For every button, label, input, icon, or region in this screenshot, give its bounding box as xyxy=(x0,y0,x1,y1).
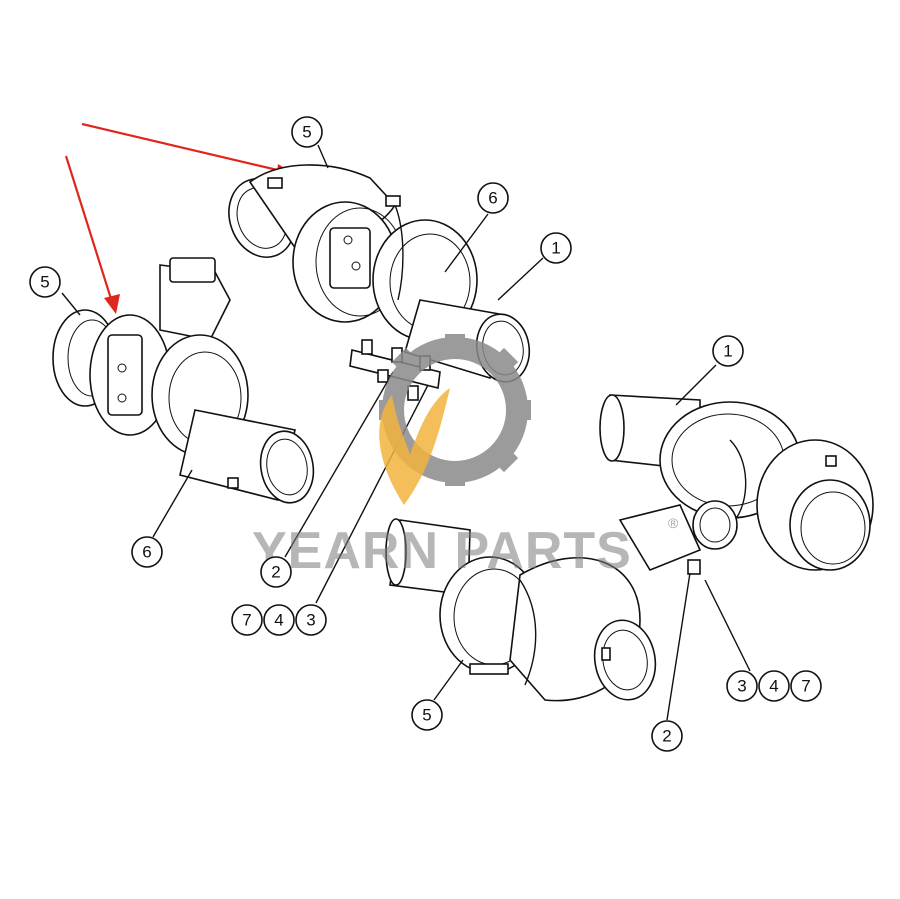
callout-top-center-5: 5 xyxy=(291,116,323,148)
red-arrow-left xyxy=(64,155,120,314)
callout-top-left-5: 5 xyxy=(29,266,61,298)
registered-mark: ® xyxy=(668,515,679,531)
svg-text:4: 4 xyxy=(274,611,283,630)
yearn-parts-logo: YEARN PARTS ® xyxy=(252,334,679,580)
watermark-text: YEARN PARTS xyxy=(252,522,632,580)
callout-right-4: 4 xyxy=(758,670,790,702)
callout-right-3: 3 xyxy=(726,670,758,702)
turbocharger-right xyxy=(599,394,874,575)
flame-icon xyxy=(379,388,450,505)
svg-text:1: 1 xyxy=(723,342,732,361)
callout-bottom-right-2: 2 xyxy=(651,720,683,752)
svg-text:3: 3 xyxy=(306,611,315,630)
svg-text:1: 1 xyxy=(551,239,560,258)
turbocharger-bottom xyxy=(385,518,657,702)
svg-text:6: 6 xyxy=(488,189,497,208)
callout-bottom-5: 5 xyxy=(411,699,443,731)
callout-group-7: 7 xyxy=(231,604,263,636)
callout-top-center-1: 1 xyxy=(540,232,572,264)
callout-right-7: 7 xyxy=(790,670,822,702)
callout-group-4: 4 xyxy=(263,604,295,636)
svg-text:2: 2 xyxy=(662,727,671,746)
svg-text:3: 3 xyxy=(737,677,746,696)
svg-text:7: 7 xyxy=(242,611,251,630)
svg-text:7: 7 xyxy=(801,677,810,696)
svg-text:5: 5 xyxy=(40,273,49,292)
turbocharger-left xyxy=(52,257,315,504)
callout-left-6: 6 xyxy=(131,536,163,568)
callouts: 5 5 6 1 6 2 7 4 xyxy=(29,116,822,752)
svg-text:4: 4 xyxy=(769,677,778,696)
svg-text:5: 5 xyxy=(422,706,431,725)
svg-text:2: 2 xyxy=(271,563,280,582)
callout-top-center-6: 6 xyxy=(477,182,509,214)
leader-lines xyxy=(61,144,751,721)
callout-right-1: 1 xyxy=(712,335,744,367)
callout-left-2: 2 xyxy=(260,556,292,588)
callout-group-3: 3 xyxy=(295,604,327,636)
red-arrow-top xyxy=(81,122,296,180)
svg-text:6: 6 xyxy=(142,543,151,562)
svg-text:5: 5 xyxy=(302,123,311,142)
